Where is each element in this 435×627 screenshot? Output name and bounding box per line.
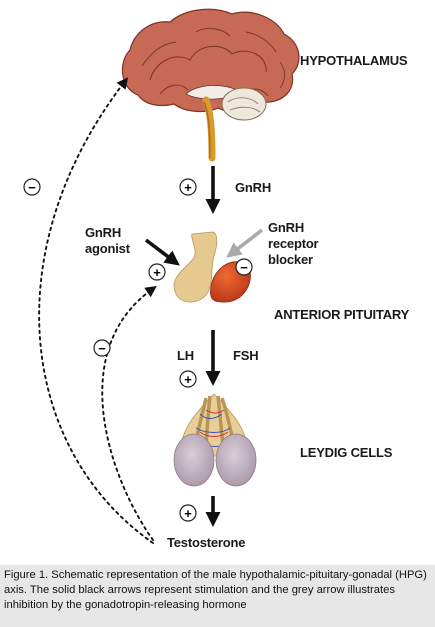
gnrh-receptor-blocker-label: GnRH receptor blocker bbox=[268, 220, 319, 268]
fsh-label: FSH bbox=[233, 348, 259, 363]
lh-label: LH bbox=[177, 348, 194, 363]
plus-sign-lh: + bbox=[179, 370, 197, 388]
minus-sign-pituitary-feedback: − bbox=[93, 339, 111, 357]
figure-caption: Figure 1. Schematic representation of th… bbox=[0, 565, 435, 627]
svg-text:+: + bbox=[184, 180, 192, 195]
feedback-to-pituitary-arrow bbox=[101, 286, 157, 541]
blocker-label-line3: blocker bbox=[268, 252, 313, 267]
svg-text:−: − bbox=[240, 260, 248, 275]
minus-sign-blocker: − bbox=[235, 258, 253, 276]
plus-sign-gnrh: + bbox=[179, 178, 197, 196]
gnrh-label: GnRH bbox=[235, 180, 272, 195]
svg-text:+: + bbox=[153, 265, 161, 280]
svg-text:−: − bbox=[98, 341, 106, 356]
blocker-label-line1: GnRH bbox=[268, 220, 305, 235]
agonist-arrow bbox=[144, 238, 180, 266]
hpg-axis-diagram: + + − + + − − bbox=[23, 8, 300, 544]
brain-illustration bbox=[121, 8, 300, 162]
leydig-cells-label: LEYDIG CELLS bbox=[300, 445, 393, 460]
stimulation-arrows bbox=[144, 166, 221, 528]
receptor-blocker-arrow bbox=[226, 228, 264, 258]
negative-feedback-arrows bbox=[38, 77, 157, 544]
hypothalamus-label: HYPOTHALAMUS bbox=[300, 53, 408, 68]
plus-sign-testosterone: + bbox=[179, 504, 197, 522]
svg-text:+: + bbox=[184, 506, 192, 521]
minus-sign-hypothalamus-feedback: − bbox=[23, 178, 41, 196]
feedback-to-hypothalamus-arrow bbox=[38, 77, 154, 544]
agonist-label-line2: agonist bbox=[85, 241, 130, 256]
plus-sign-agonist: + bbox=[148, 263, 166, 281]
testosterone-label: Testosterone bbox=[167, 535, 246, 550]
agonist-label-line1: GnRH bbox=[85, 225, 122, 240]
blocker-label-line2: receptor bbox=[268, 236, 319, 251]
leydig-cells-illustration bbox=[173, 393, 257, 487]
svg-text:−: − bbox=[28, 180, 36, 195]
gnrh-agonist-label: GnRH agonist bbox=[85, 225, 130, 257]
svg-text:+: + bbox=[184, 372, 192, 387]
anterior-pituitary-label: ANTERIOR PITUITARY bbox=[274, 307, 410, 322]
